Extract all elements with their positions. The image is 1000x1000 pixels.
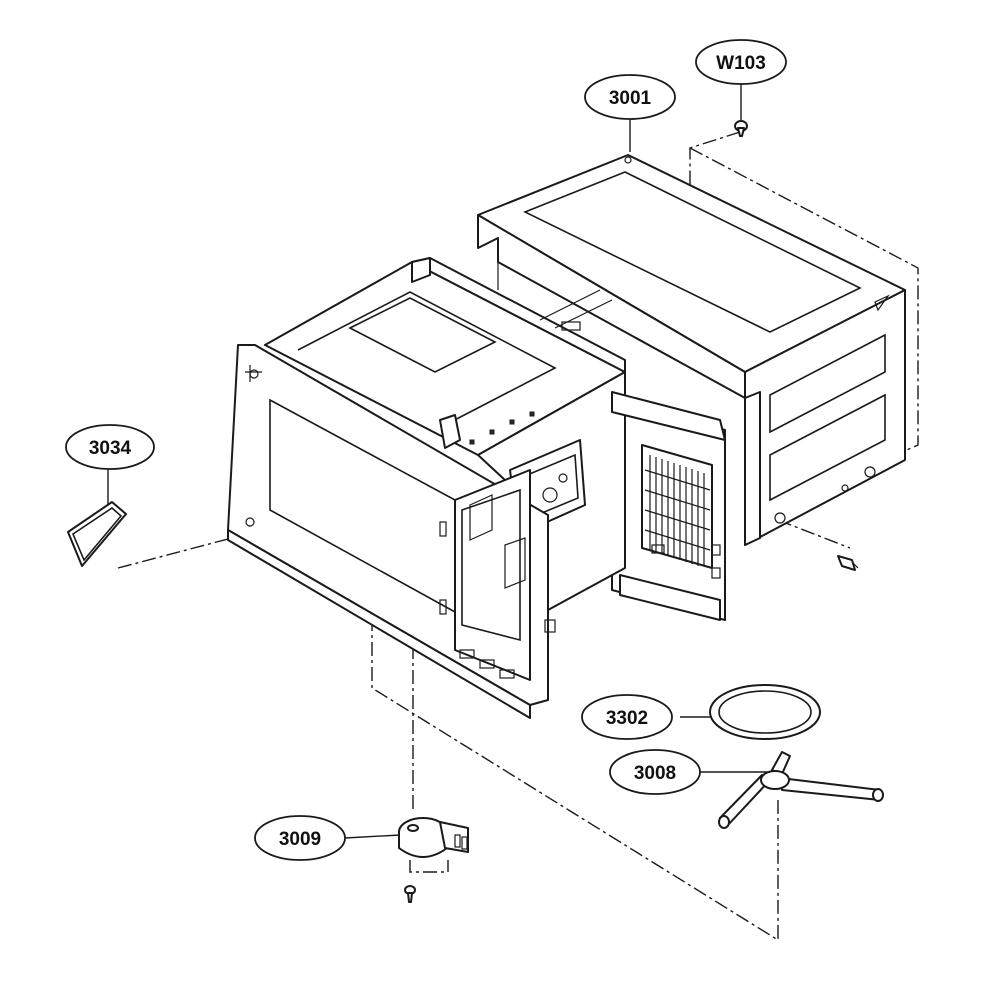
waveguide-cover [611, 397, 726, 621]
turntable-motor [398, 817, 469, 858]
callout-3302: 3302 [581, 694, 673, 740]
cavity-holes [469, 411, 535, 445]
callout-w103-label: W103 [716, 53, 766, 74]
inner-cavity [264, 257, 726, 621]
callout-3009-label: 3009 [279, 829, 321, 850]
screw-w103 [734, 120, 748, 137]
callout-3302-label: 3302 [606, 708, 648, 729]
callout-3008: 3008 [609, 749, 701, 795]
outer-case [477, 154, 906, 546]
front-frame [227, 344, 556, 719]
callout-3001: 3001 [584, 74, 676, 120]
callout-3034-label: 3034 [89, 438, 132, 459]
turntable-ring [709, 684, 821, 740]
screw-side [837, 555, 859, 571]
callout-w103: W103 [695, 39, 787, 85]
callout-3008-label: 3008 [634, 763, 676, 784]
vent-grille [644, 455, 711, 566]
callout-3009: 3009 [254, 815, 346, 861]
leader-lines [107, 84, 770, 839]
screw-motor [404, 885, 416, 903]
turntable-coupler [718, 751, 884, 829]
callout-3001-label: 3001 [609, 88, 652, 109]
part-3034-cover [67, 501, 127, 567]
callout-3034: 3034 [65, 424, 155, 470]
